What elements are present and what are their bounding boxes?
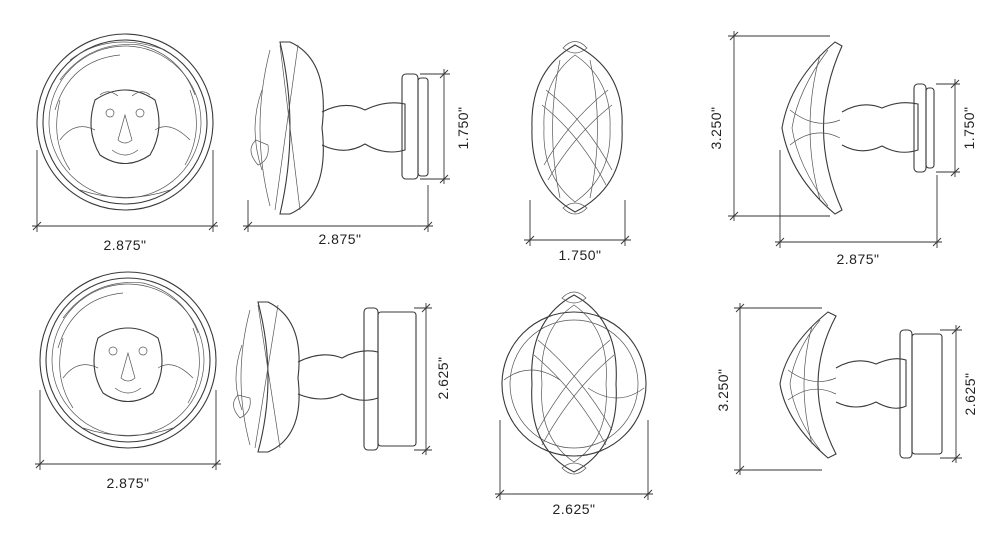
strap-knob-side-view [781, 41, 935, 215]
dimension-strap-side-top [728, 31, 960, 248]
dimension-lion-front-width-bottom [35, 390, 221, 470]
label-strap-side-height-left-top: 3.250" [708, 106, 724, 149]
strap-knob-side-view-bottom [779, 311, 943, 459]
strap-knob-front-view [531, 41, 623, 215]
label-lion-side-height-bottom: 2.625" [435, 356, 451, 399]
label-lion-side-width: 2.875" [318, 231, 361, 247]
label-lion-side-height: 1.750" [455, 106, 471, 149]
lion-knob-side-view-bottom [233, 301, 417, 453]
lion-knob-front-view [36, 33, 214, 211]
label-strap-side-height-right-top: 1.750" [961, 106, 977, 149]
dimension-strap-front-width-top [524, 200, 631, 246]
dimension-lion-side-bottom [414, 303, 432, 455]
dimension-lion-front-width-top [32, 150, 218, 232]
label-strap-side-height-right-bottom: 2.625" [962, 372, 978, 415]
strap-knob-front-view-bottom [501, 291, 647, 475]
label-lion-front-width-bottom: 2.875" [106, 475, 149, 491]
dimension-lion-side [243, 69, 450, 232]
label-strap-side-height-left-bottom: 3.250" [715, 368, 731, 411]
label-strap-front-width-bottom: 2.625" [552, 501, 595, 517]
lion-knob-front-view-bottom [39, 271, 217, 449]
label-lion-front-width-top: 2.875" [103, 237, 146, 253]
lion-knob-side-view [250, 41, 429, 215]
dimension-strap-side-bottom [734, 303, 962, 475]
label-strap-front-width-top: 1.750" [558, 247, 601, 263]
dimension-strap-front-width-bottom [495, 420, 653, 500]
label-strap-side-width-top: 2.875" [836, 251, 879, 267]
